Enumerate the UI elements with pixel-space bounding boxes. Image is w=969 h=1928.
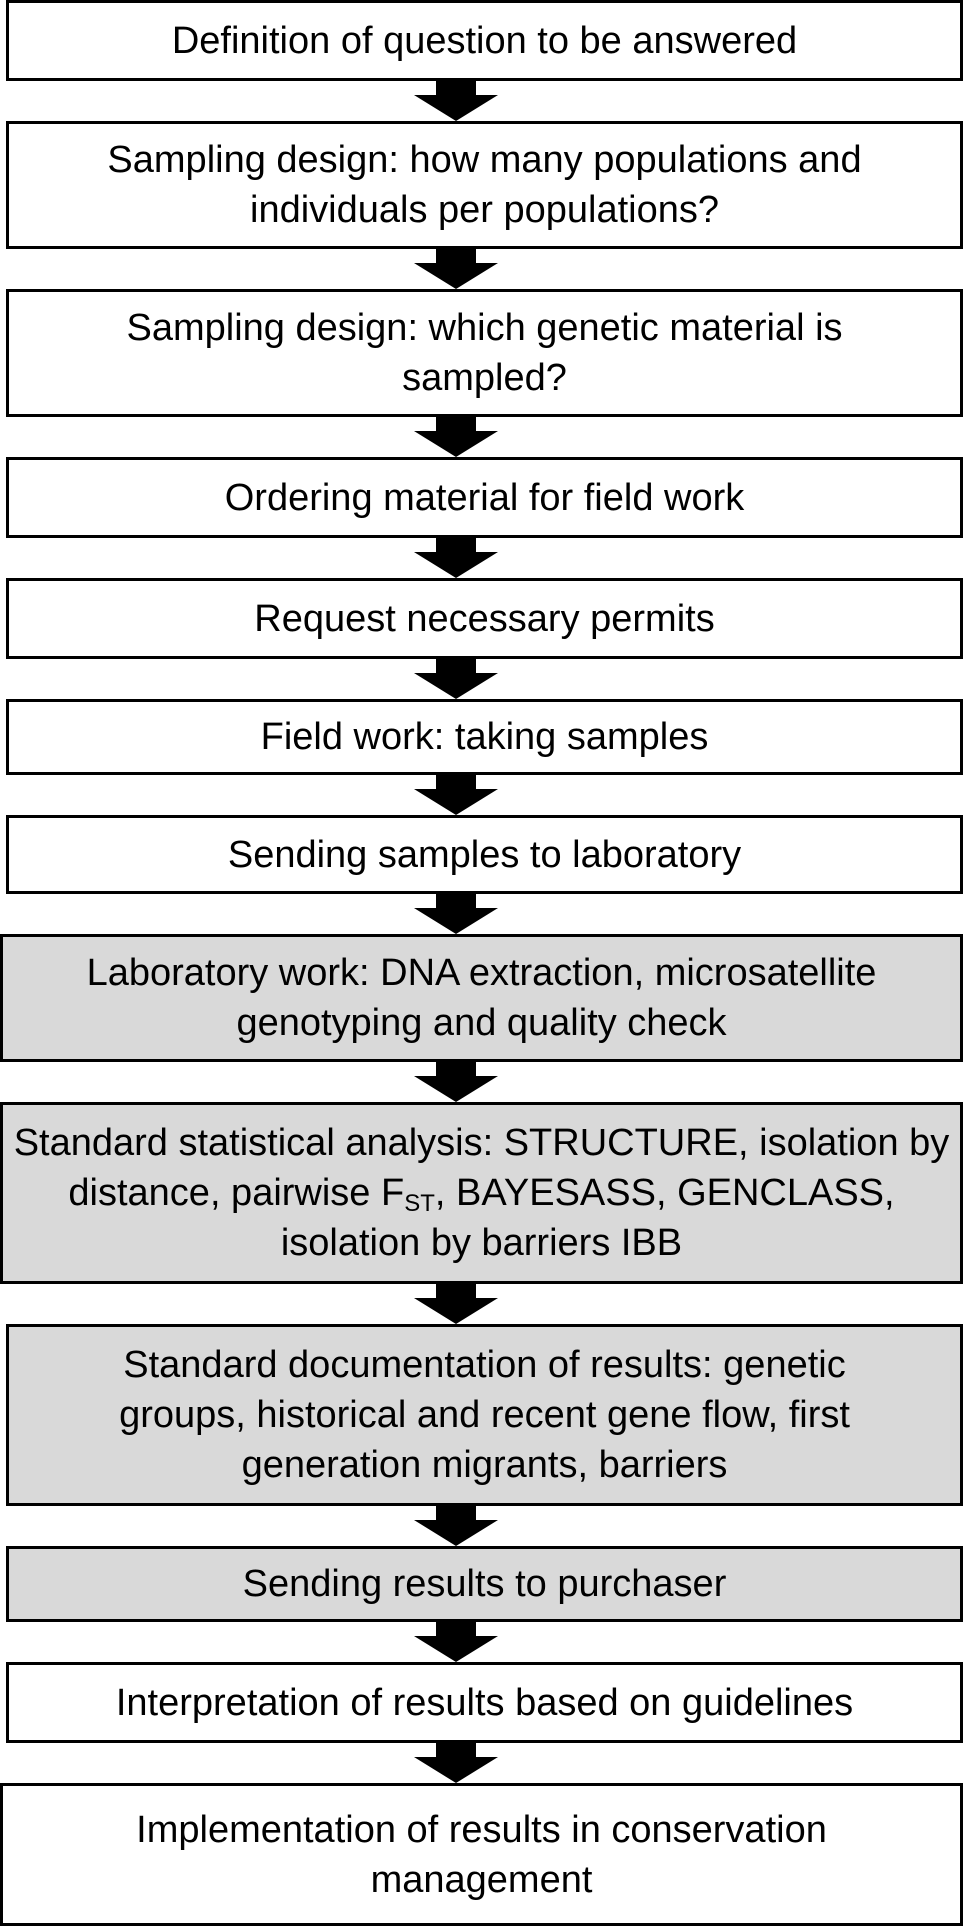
step-4-box: Ordering material for field work xyxy=(6,457,963,538)
down-arrow-icon xyxy=(414,1506,498,1546)
step-13-label: Implementation of results in conservatio… xyxy=(136,1808,827,1901)
step-1-box: Definition of question to be answered xyxy=(6,0,963,81)
step-9-text-after: , BAYESASS, GENCLASS, isolation by barri… xyxy=(280,1172,895,1264)
step-2-box: Sampling design: how many populations an… xyxy=(6,121,963,249)
down-arrow-icon xyxy=(414,659,498,699)
step-11-label: Sending results to purchaser xyxy=(242,1563,727,1605)
step-6-box: Field work: taking samples xyxy=(6,699,963,775)
step-3-label: Sampling design: which genetic material … xyxy=(126,307,843,399)
step-9-box: Standard statistical analysis: STRUCTURE… xyxy=(0,1102,963,1284)
step-12-box: Interpretation of results based on guide… xyxy=(6,1662,963,1743)
step-8-box: Laboratory work: DNA extraction, microsa… xyxy=(0,934,963,1062)
step-12-label: Interpretation of results based on guide… xyxy=(115,1681,854,1724)
step-7-box: Sending samples to laboratory xyxy=(6,815,963,894)
step-5-box: Request necessary permits xyxy=(6,578,963,659)
step-10-label: Standard documentation of results: genet… xyxy=(119,1344,850,1486)
down-arrow-icon xyxy=(414,1062,498,1102)
down-arrow-icon xyxy=(414,249,498,289)
step-8-label: Laboratory work: DNA extraction, microsa… xyxy=(86,952,877,1044)
step-1-label: Definition of question to be answered xyxy=(171,19,798,62)
step-4-label: Ordering material for field work xyxy=(224,476,745,519)
down-arrow-icon xyxy=(414,1284,498,1324)
down-arrow-icon xyxy=(414,538,498,578)
step-9-label: Standard statistical analysis: STRUCTURE… xyxy=(13,1118,950,1268)
down-arrow-icon xyxy=(414,417,498,457)
step-10-box: Standard documentation of results: genet… xyxy=(6,1324,963,1506)
down-arrow-icon xyxy=(414,894,498,934)
step-7-label: Sending samples to laboratory xyxy=(227,833,742,876)
down-arrow-icon xyxy=(414,81,498,121)
step-5-label: Request necessary permits xyxy=(254,597,715,640)
step-9-subscript: ST xyxy=(404,1190,435,1217)
step-13-box: Implementation of results in conservatio… xyxy=(0,1783,963,1926)
down-arrow-icon xyxy=(414,775,498,815)
down-arrow-icon xyxy=(414,1622,498,1662)
step-11-box: Sending results to purchaser xyxy=(6,1546,963,1622)
step-2-label: Sampling design: how many populations an… xyxy=(107,139,862,231)
step-3-box: Sampling design: which genetic material … xyxy=(6,289,963,417)
step-6-label: Field work: taking samples xyxy=(260,716,709,758)
down-arrow-icon xyxy=(414,1743,498,1783)
step-9-text-before: Standard statistical analysis: STRUCTURE… xyxy=(13,1122,950,1214)
